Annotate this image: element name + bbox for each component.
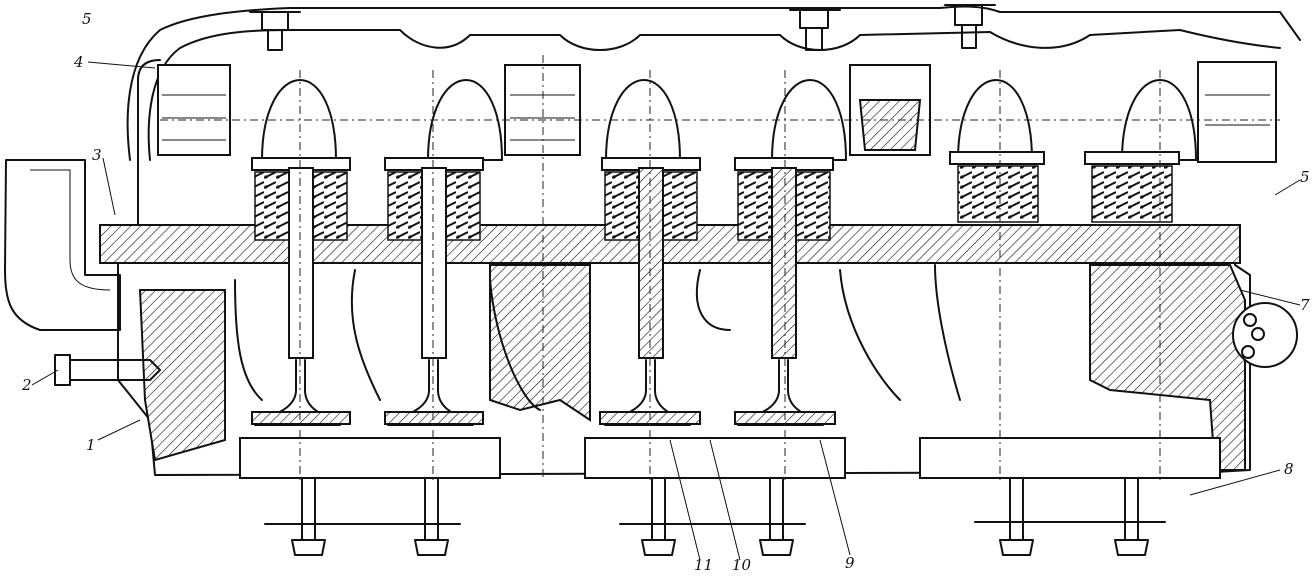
lower-flange [239, 437, 501, 479]
callout-5-top-left: 5 [82, 10, 92, 28]
callout-2: 2 [22, 376, 32, 394]
cover-bolt [789, 9, 841, 51]
hold-down-stud [264, 477, 1166, 556]
intake-elbow [4, 159, 121, 331]
callout-7: 7 [1300, 296, 1310, 314]
callout-8: 8 [1284, 460, 1294, 478]
end-cover-plug [1232, 302, 1298, 368]
oil-pipe [137, 59, 161, 231]
cover-bolt [944, 4, 996, 49]
callout-1: 1 [86, 436, 96, 454]
callout-9: 9 [845, 554, 855, 572]
valve-cover-inner [147, 29, 1281, 161]
leader-line [31, 61, 1301, 561]
valve-cover [126, 5, 1301, 161]
rocker-housing [157, 61, 1277, 163]
lower-flange [919, 437, 1221, 479]
callout-5-right: 5 [1300, 168, 1310, 186]
valve-spring-assembly [251, 151, 1180, 359]
intake-elbow-inner [30, 169, 111, 291]
callout-10: 10 [732, 556, 752, 574]
cover-bolt [249, 11, 301, 51]
lower-block-hatch [138, 289, 226, 462]
port-passage [234, 264, 961, 411]
callout-11: 11 [694, 556, 714, 574]
side-bolt [54, 354, 161, 386]
callout-4: 4 [74, 53, 84, 71]
lower-block-hatch [489, 264, 591, 422]
center-line [160, 55, 1280, 480]
callout-3: 3 [92, 146, 102, 164]
